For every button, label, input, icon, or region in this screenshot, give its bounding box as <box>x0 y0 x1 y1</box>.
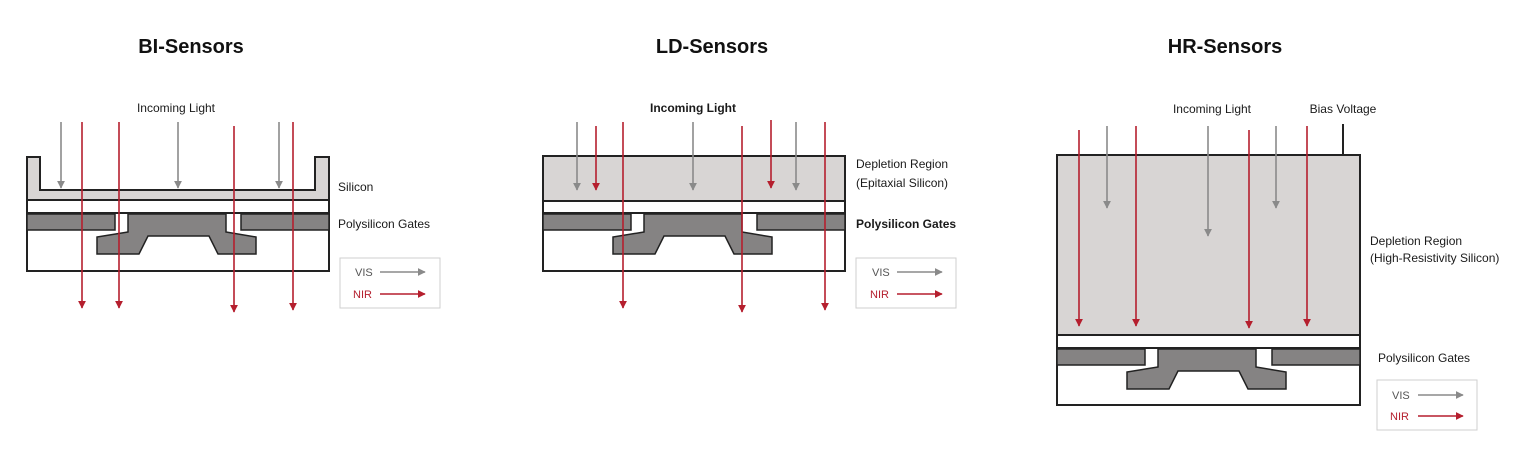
bi-gate-center <box>96 213 257 255</box>
ld-gate-right <box>756 213 846 231</box>
hr-gates-label: Polysilicon Gates <box>1378 351 1470 365</box>
hr-incoming-light-label: Incoming Light <box>1173 102 1252 116</box>
bi-legend-box <box>339 257 441 309</box>
hr-gate-right <box>1271 348 1361 366</box>
hr-legend: VIS NIR <box>1376 379 1478 431</box>
bi-legend: VIS NIR <box>339 257 441 309</box>
hr-sensor-panel: HR-Sensors Incoming Light Bias Voltage D… <box>1056 36 1499 431</box>
bi-incoming-light-label: Incoming Light <box>137 101 216 115</box>
ld-title: LD-Sensors <box>656 36 768 58</box>
hr-depletion-label-1: Depletion Region <box>1370 234 1462 248</box>
bi-sensor-panel: BI-Sensors Incoming Light Silicon Polysi… <box>26 36 441 313</box>
hr-bias-voltage-label: Bias Voltage <box>1310 102 1377 116</box>
hr-legend-vis-label: VIS <box>1392 390 1410 402</box>
ld-gates-label: Polysilicon Gates <box>856 217 956 231</box>
ld-gate-left <box>542 213 632 231</box>
bi-silicon-label: Silicon <box>338 180 373 194</box>
ld-incoming-light-label: Incoming Light <box>650 101 736 115</box>
hr-depletion-label-2: (High-Resistivity Silicon) <box>1370 251 1499 265</box>
bi-gates-label: Polysilicon Gates <box>338 217 430 231</box>
ld-depletion-label-1: Depletion Region <box>856 157 948 171</box>
ld-depletion-label-2: (Epitaxial Silicon) <box>856 176 948 190</box>
bi-legend-nir-label: NIR <box>353 289 372 301</box>
ld-legend: VIS NIR <box>855 257 957 309</box>
bi-gate-right <box>240 213 330 231</box>
bi-legend-vis-label: VIS <box>355 267 373 279</box>
ld-legend-vis-label: VIS <box>872 267 890 279</box>
ld-legend-nir-label: NIR <box>870 289 889 301</box>
hr-gate-left <box>1056 348 1146 366</box>
hr-legend-box <box>1376 379 1478 431</box>
bi-gate-left <box>26 213 116 231</box>
hr-gate-center <box>1126 348 1287 390</box>
ld-sensor-panel: LD-Sensors Incoming Light Depletion Regi… <box>542 36 957 313</box>
hr-legend-nir-label: NIR <box>1390 411 1409 423</box>
ld-depletion-region <box>542 155 846 202</box>
hr-title: HR-Sensors <box>1168 36 1282 58</box>
bi-title: BI-Sensors <box>138 36 244 58</box>
ld-legend-box <box>855 257 957 309</box>
